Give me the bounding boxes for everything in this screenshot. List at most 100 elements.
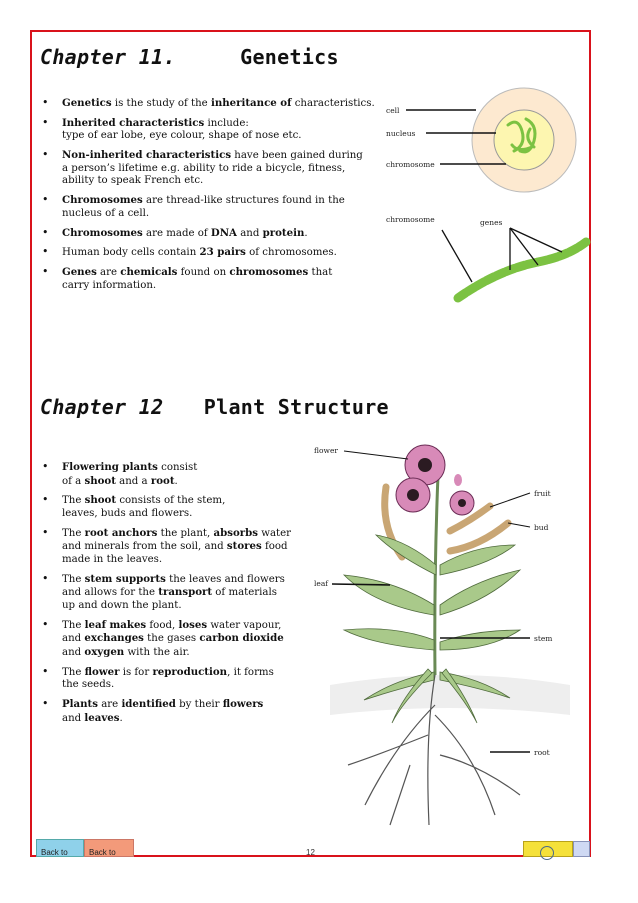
bold-term: exchanges [84, 632, 144, 645]
text-run: food, [146, 619, 179, 631]
text-run: include: [204, 117, 249, 129]
bold-term: reproduction [152, 665, 228, 678]
cell-label: cell [386, 106, 400, 115]
bold-term: Flowering plants [62, 461, 158, 473]
roots [347, 674, 521, 826]
bold-term: loses [178, 618, 208, 631]
text-run: found on [177, 267, 230, 279]
back-button-2[interactable]: Back to [84, 839, 134, 857]
text-run: , it forms [227, 666, 274, 678]
text-run: leaves, buds and flowers. [62, 507, 193, 519]
back-button-1-label: Back to [41, 848, 68, 857]
text-run: is for [119, 666, 153, 678]
page-number: 12 [306, 848, 315, 857]
nav-icon-button[interactable] [523, 841, 573, 860]
soil-line [330, 675, 570, 715]
bold-term: stem supports [84, 572, 166, 585]
text-run: and [62, 633, 85, 645]
bold-term: flower [84, 665, 120, 678]
bold-term: Inherited characteristics [62, 116, 205, 129]
bullet-item: Plants are identified by their flowersan… [38, 698, 308, 725]
bold-term: DNA [210, 226, 237, 239]
bold-term: flowers [222, 698, 264, 711]
bold-term: leaf makes [84, 618, 147, 631]
next-icon-button[interactable] [573, 841, 590, 857]
fruit-pod [446, 502, 494, 535]
text-run: . [119, 712, 123, 724]
text-run: The [62, 573, 85, 585]
bold-term: root [150, 474, 175, 487]
bold-term: identified [121, 698, 176, 711]
bold-term: Non-inherited characteristics [62, 149, 232, 162]
text-run: made in the leaves. [62, 553, 163, 565]
page-border [30, 30, 591, 857]
bold-term: absorbs [213, 526, 258, 539]
text-run: are [97, 699, 122, 711]
bullet-item: Non-inherited characteristics have been … [38, 149, 378, 188]
text-run: of materials [212, 587, 277, 599]
bullet-item: Genetics is the study of the inheritance… [38, 97, 378, 111]
cell-diagram: cell nucleus chromosome [386, 87, 577, 193]
bold-term: Genetics [62, 97, 112, 109]
bold-term: protein [262, 226, 305, 239]
leaf-label: leaf [314, 579, 329, 588]
root-label: root [534, 748, 550, 757]
text-run: characteristics. [291, 98, 375, 109]
plant-diagram: flower fruit bud leaf stem root [314, 444, 570, 826]
text-run: water [258, 527, 292, 539]
text-run: that [308, 267, 333, 279]
bold-term: Chromosomes [62, 226, 143, 239]
bullet-item: The root anchors the plant, absorbs wate… [38, 527, 308, 567]
chromosome-strip [453, 237, 591, 303]
text-run: and [62, 712, 85, 724]
text-run: The [62, 666, 85, 678]
text-run: water vapour, [207, 619, 282, 631]
chapter-11-heading: Chapter 11. Genetics [40, 45, 339, 69]
bold-term: inheritance of [210, 97, 292, 109]
bold-term: transport [158, 586, 213, 599]
text-run: is the study of the [111, 98, 211, 109]
bold-term: chromosomes [229, 266, 309, 279]
text-run: . [174, 475, 178, 487]
text-run: nucleus of a cell. [62, 207, 150, 219]
chapter-12-title: Plant Structure [203, 395, 389, 419]
back-button-1[interactable]: Back to [36, 839, 84, 857]
bold-term: leaves [84, 711, 120, 724]
genes-label: genes [480, 218, 503, 227]
text-run: a person’s lifetime e.g. ability to ride… [62, 162, 346, 174]
text-run: the seeds. [62, 679, 115, 691]
bold-term: shoot [84, 494, 117, 507]
text-run: are thread-like structures found in the [142, 195, 345, 207]
text-run: have been gained during [231, 150, 363, 162]
bullet-item: Chromosomes are thread-like structures f… [38, 194, 378, 220]
text-run: of a [62, 475, 85, 487]
bullet-item: The stem supports the leaves and flowers… [38, 573, 308, 613]
text-run: of chromosomes. [245, 247, 337, 259]
text-run: the gases [143, 633, 200, 645]
bud-label: bud [534, 523, 549, 532]
bold-term: root anchors [84, 526, 158, 539]
chapter-12-number: Chapter 12 [40, 395, 164, 419]
text-run: carry information. [62, 279, 157, 291]
bold-term: chemicals [120, 266, 178, 279]
text-run: type of ear lobe, eye colour, shape of n… [62, 130, 302, 142]
text-run: food [261, 541, 288, 553]
text-run: up and down the plant. [62, 599, 182, 611]
text-run: with the air. [124, 646, 190, 658]
bold-term: carbon dioxide [199, 632, 284, 645]
bold-term: 23 pairs [199, 246, 246, 259]
bold-term: stores [226, 540, 262, 553]
globe-icon [540, 846, 554, 860]
text-run: consist [157, 462, 198, 473]
fruit-label: fruit [534, 489, 551, 498]
text-run: The [62, 619, 85, 631]
text-run: . [304, 227, 308, 239]
bold-term: shoot [84, 474, 116, 487]
text-run: and allows for the [62, 587, 159, 599]
text-run: ability to speak French etc. [62, 175, 204, 187]
text-run: Human body cells contain [62, 247, 200, 259]
bullet-item: The leaf makes food, loses water vapour,… [38, 619, 308, 660]
text-run: The [62, 495, 85, 507]
back-button-2-label: Back to [89, 848, 116, 857]
